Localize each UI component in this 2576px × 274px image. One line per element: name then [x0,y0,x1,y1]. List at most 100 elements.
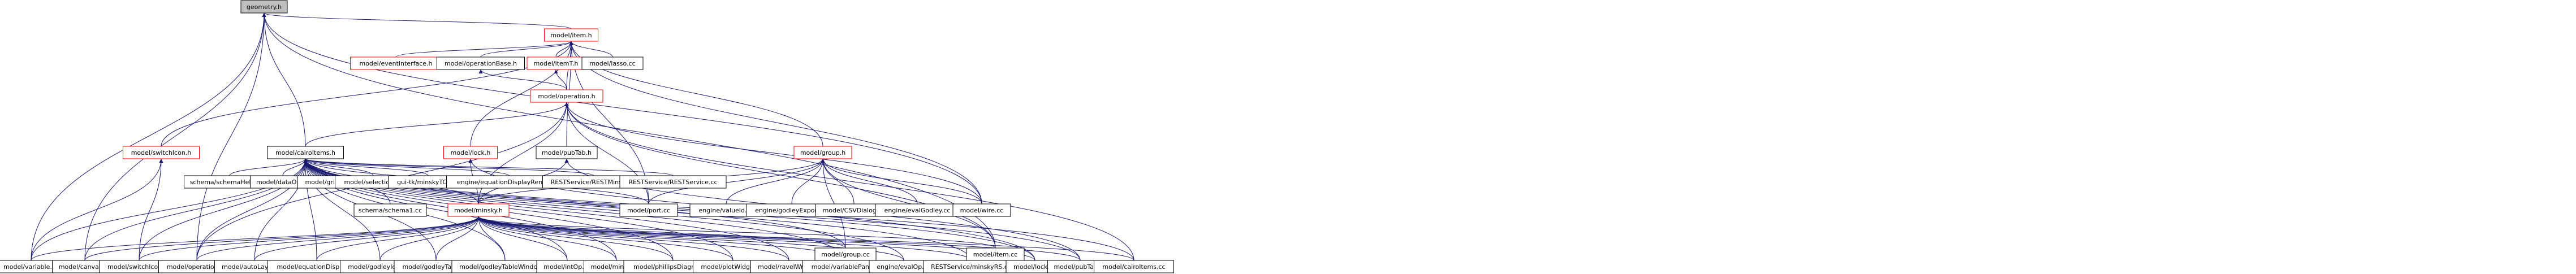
node-box [619,203,678,217]
edge-operation_h-to-operationBase [478,69,567,90]
node-label: gui-tk/minskyTCL.cc [397,179,459,186]
node-label: RESTService/minskyRS.cc [931,263,1011,271]
node-box [267,146,344,159]
node-label: model/minsky.h [454,207,503,214]
node-item_h[interactable]: model/item.h [544,28,598,42]
node-label: model/dataOp.cc [256,179,309,186]
node-schema1[interactable]: schema/schema1.cc [353,203,427,217]
edge-lock_cc-to-minsky_h [476,216,1035,261]
node-label: model/itemT.h [534,60,579,67]
node-label: model/canvas.cc [59,263,111,271]
edge-canvas-to-minsky_h [84,216,481,261]
node-port[interactable]: model/port.cc [619,203,678,217]
node-cairoItems_h[interactable]: model/cairoItems.h [267,146,344,159]
node-csvDialog[interactable]: model/CSVDialog.cc [815,203,892,217]
node-box [353,203,427,217]
edge-godleyIcon-to-minsky_h [379,216,481,261]
edge-phillips-to-minsky_h [476,216,674,261]
edge-minskyTCL-to-cairoItems_h [303,158,429,176]
edge-item_h-to-geometry [262,12,572,29]
edge-cairoItems_cc-to-operation_h [564,102,1134,261]
edge-variablePane-to-minsky_h [476,216,847,261]
node-label: model/variable.cc [3,263,59,271]
node-operation_h[interactable]: model/operation.h [530,89,603,103]
node-operationBase[interactable]: model/operationBase.h [437,56,525,70]
node-restMinskyRS[interactable]: RESTService/minskyRS.cc [923,260,1019,273]
node-godleyTableWindow[interactable]: model/godleyTableWindow.cc [451,260,559,273]
node-label: model/selection.cc [344,179,403,186]
node-godleyExport[interactable]: engine/godleyExport.cc [746,203,838,217]
edge-group_cc-to-minsky_h [476,216,846,249]
node-label: model/pubTab.cc [1054,263,1106,271]
node-variablePane[interactable]: model/variablePane.cc [802,260,891,273]
edge-schemaHelper-to-cairoItems_h [229,158,308,176]
edge-valueId-to-group_h [726,158,825,205]
node-group_cc[interactable]: model/group.cc [814,247,877,261]
node-box [123,146,200,159]
edge-wire-to-group_h [821,158,982,205]
node-item_cc[interactable]: model/item.cc [966,247,1025,261]
edge-evalGodley-to-group_h [821,158,918,205]
node-label: model/lock.cc [1013,263,1056,271]
node-label: model/CSVDialog.cc [823,207,886,214]
edge-operation_cc-to-geometry [196,12,266,261]
edge-plotWidget-to-minsky_h [476,216,733,261]
edge-intOp-to-cairoItems_h [303,158,568,261]
node-eventInterface[interactable]: model/eventInterface.h [350,56,442,70]
node-label: model/group.h [800,149,845,156]
edge-port-to-item_h [569,41,649,205]
node-pubTab_h[interactable]: model/pubTab.h [536,146,598,159]
node-box [530,89,603,103]
node-label: model/item.h [550,32,592,39]
node-label: model/variablePane.cc [812,263,882,271]
edge-eventInterface-to-item_h [395,41,573,58]
node-lock_h[interactable]: model/lock.h [443,146,498,159]
node-box [966,247,1025,261]
edge-variable-to-cairoItems_h [31,158,308,261]
node-wire[interactable]: model/wire.cc [952,203,1011,217]
node-minsky_h[interactable]: model/minsky.h [447,203,510,217]
node-box [536,146,598,159]
edge-operation_h-to-itemT [554,69,567,90]
node-box [437,56,525,70]
node-itemT[interactable]: model/itemT.h [527,56,585,70]
node-evalGodley[interactable]: engine/evalGodley.cc [875,203,960,217]
node-label: model/godleyTableWindow.cc [459,263,550,271]
node-label: engine/evalGodley.cc [884,207,951,214]
node-label: model/wire.cc [960,207,1004,214]
node-box [240,0,288,14]
node-label: model/cairoItems.h [275,149,335,156]
edge-intOp-to-minsky_h [476,216,568,261]
node-box [814,247,877,261]
node-restMinsky[interactable]: RESTService/RESTMinsky.cc [542,175,645,189]
edge-group_cc-to-group_h [821,158,846,249]
node-evalOp[interactable]: engine/evalOp.cc [869,260,939,273]
edge-godleyTableWindow-to-minsky_h [476,216,506,261]
node-label: model/plotWidget.cc [701,263,765,271]
node-box [1094,260,1174,273]
node-variable[interactable]: model/variable.cc [0,260,68,273]
node-lasso[interactable]: model/lasso.cc [581,56,644,70]
node-group_h[interactable]: model/group.h [793,146,852,159]
node-label: model/operationBase.h [445,60,517,67]
node-valueId[interactable]: engine/valueId.cc [689,203,763,217]
edge-wire-to-item_h [569,41,982,205]
node-label: model/pubTab.h [542,149,592,156]
edge-wire-to-geometry [262,12,982,205]
node-label: engine/evalOp.cc [877,263,931,271]
edge-cairoItems_h-to-operation_h [305,102,569,147]
node-eqRender[interactable]: engine/equationDisplayRender.cc [446,175,572,189]
node-geometry[interactable]: geometry.h [240,0,288,14]
node-box [952,203,1011,217]
edge-wire-to-operation_h [564,102,982,205]
node-label: engine/godleyExport.cc [755,207,829,214]
edge-cairoItems_cc-to-minsky_h [476,216,1134,261]
edge-canvas-to-geometry [84,12,266,261]
edge-switchIcon_cc-to-switchIcon_h [139,158,163,261]
node-switchIcon_h[interactable]: model/switchIcon.h [123,146,200,159]
node-label: model/lock.h [451,149,491,156]
node-restService[interactable]: RESTService/RESTService.cc [619,175,727,189]
edge-switchIcon_cc-to-minsky_h [139,216,481,261]
node-cairoItems_cc[interactable]: model/cairoItems.cc [1094,260,1174,273]
